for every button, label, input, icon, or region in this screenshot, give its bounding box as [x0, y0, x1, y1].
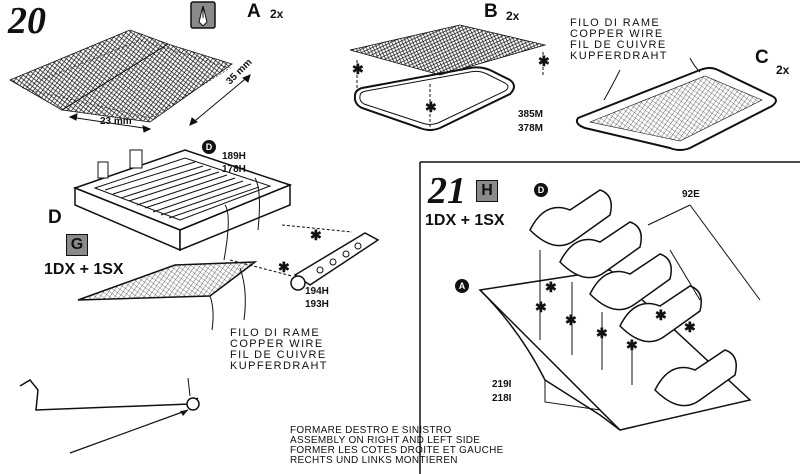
- svg-text:✱: ✱: [565, 312, 577, 328]
- step21-frame: [419, 161, 800, 474]
- wire-label-bottom-en: COPPER WIRE: [230, 338, 324, 350]
- svg-text:✱: ✱: [684, 319, 696, 335]
- part-a-qty: 2x: [270, 7, 284, 21]
- step21-part-d-badge: D: [534, 183, 548, 197]
- step21-ramp-assembly: ✱ ✱ ✱ ✱ ✱ ✱ ✱: [478, 189, 761, 431]
- assembly-note: FORMARE DESTRO E SINISTRO ASSEMBLY ON RI…: [290, 426, 504, 466]
- part-d-code-2: 178H: [222, 164, 246, 175]
- wire-label-fr: FIL DE CUIVRE: [570, 39, 667, 51]
- knife-icon: [190, 1, 216, 29]
- bracket-part: [229, 224, 380, 291]
- svg-text:✱: ✱: [310, 227, 322, 243]
- svg-text:✱: ✱: [655, 307, 667, 323]
- svg-text:✱: ✱: [278, 259, 290, 275]
- part-g-code-1: 194H: [305, 286, 329, 297]
- wire-label-bottom-fr: FIL DE CUIVRE: [230, 349, 327, 361]
- part-c-qty: 2x: [776, 63, 790, 77]
- wire-label-top: FILO DI RAME COPPER WIRE FIL DE CUIVRE K…: [570, 18, 668, 62]
- part-c-finished-frame: [575, 57, 777, 151]
- svg-text:✱: ✱: [352, 61, 364, 77]
- svg-text:✱: ✱: [538, 53, 550, 69]
- assembly-note-it: FORMARE DESTRO E SINISTRO: [290, 425, 452, 436]
- part-b-code-1: 385M: [518, 109, 544, 120]
- part-b-code-2: 378M: [518, 123, 544, 134]
- wire-label-en: COPPER WIRE: [570, 28, 664, 40]
- step-21-number: 21: [428, 170, 466, 212]
- part-g-side-mesh: [77, 261, 258, 331]
- part-d-code-1: 189H: [222, 151, 246, 162]
- wire-label-de: KUPFERDRAHT: [570, 50, 668, 62]
- part-b-letter: B: [484, 1, 498, 22]
- dimension-arrows: [68, 74, 251, 133]
- svg-text:✱: ✱: [535, 299, 547, 315]
- part-d-letter: D: [48, 207, 62, 228]
- assembly-note-en: ASSEMBLY ON RIGHT AND LEFT SIDE: [290, 435, 481, 446]
- step21-badge: H: [476, 180, 498, 202]
- part-g-badge: G: [66, 234, 88, 256]
- step21-code-bottom-1: 219I: [492, 379, 512, 390]
- step21-code-bottom-2: 218I: [492, 393, 512, 404]
- part-g-qty: 1DX + 1SX: [44, 261, 124, 278]
- wire-label-bottom-it: FILO DI RAME: [230, 327, 321, 339]
- wire-label-bottom: FILO DI RAME COPPER WIRE FIL DE CUIVRE K…: [230, 328, 328, 372]
- assembly-note-de: RECHTS UND LINKS MONTIEREN: [290, 455, 458, 466]
- part-a-letter: A: [247, 1, 261, 22]
- svg-text:✱: ✱: [596, 325, 608, 341]
- part-d-grate-box: [72, 149, 293, 261]
- step21-qty: 1DX + 1SX: [425, 212, 505, 229]
- svg-text:✱: ✱: [425, 99, 437, 115]
- svg-text:✱: ✱: [545, 279, 557, 295]
- step-20-number: 20: [8, 0, 46, 42]
- part-b-mesh-frame: [349, 24, 547, 131]
- lever-sketch: [19, 377, 200, 454]
- wire-label-bottom-de: KUPFERDRAHT: [230, 360, 328, 372]
- dimension-width: 23 mm: [100, 116, 132, 127]
- step21-code-top: 92E: [682, 189, 700, 200]
- wire-label-it: FILO DI RAME: [570, 17, 661, 29]
- step21-part-a-badge: A: [455, 279, 469, 293]
- svg-text:✱: ✱: [626, 337, 638, 353]
- part-c-letter: C: [755, 47, 769, 68]
- part-d-badge: D: [202, 140, 216, 154]
- part-g-code-2: 193H: [305, 299, 329, 310]
- asterisk-glue-marker-icon: ✱ ✱ ✱ ✱ ✱: [278, 53, 550, 275]
- part-a-mesh-sheets: [9, 29, 233, 123]
- part-b-qty: 2x: [506, 9, 520, 23]
- assembly-note-fr: FORMER LES COTES DROITE ET GAUCHE: [290, 445, 504, 456]
